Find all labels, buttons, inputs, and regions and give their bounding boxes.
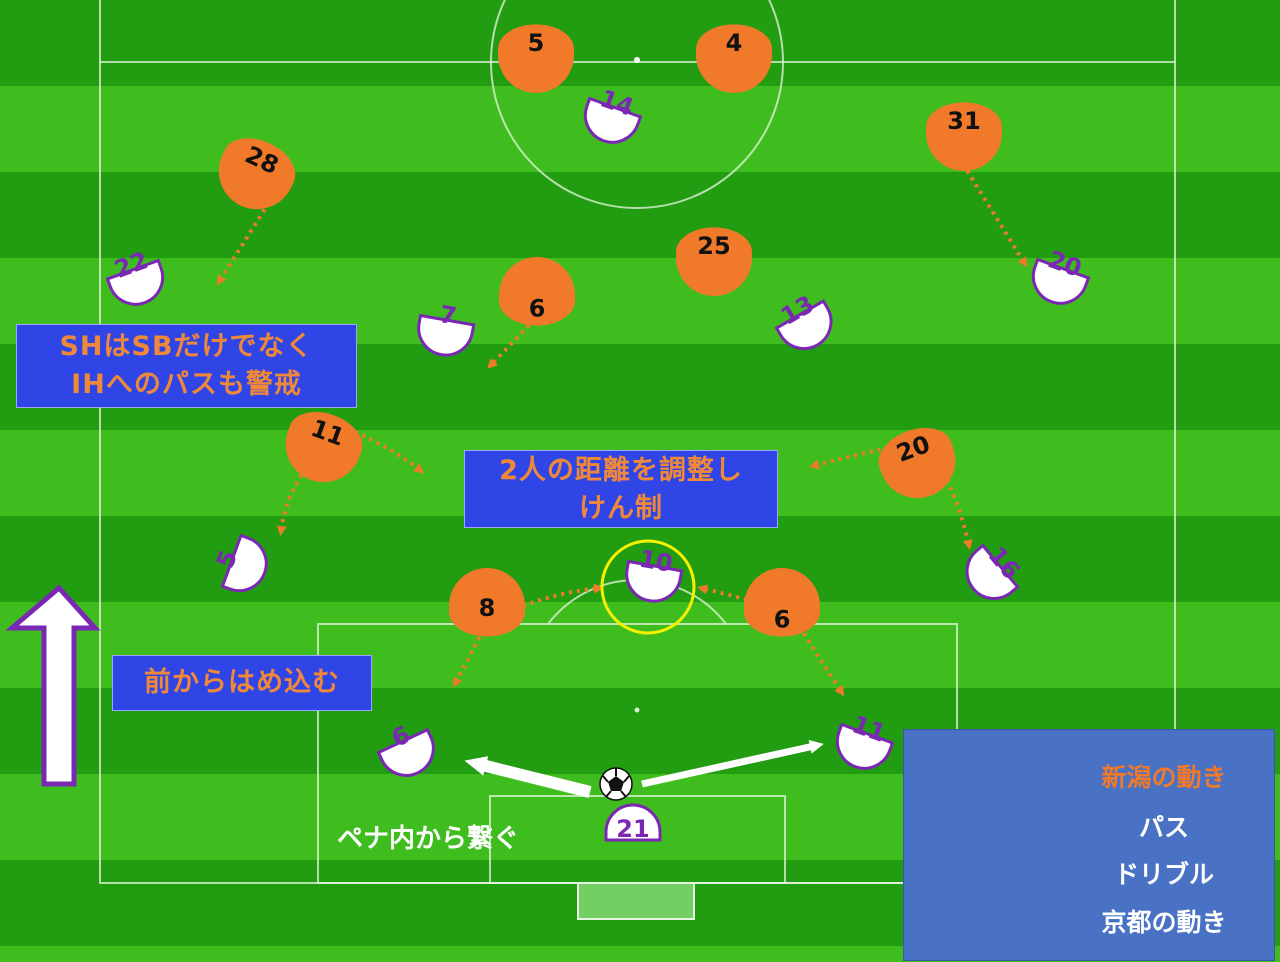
- player-number: 10: [637, 545, 675, 578]
- player-marker-icon: [218, 138, 296, 210]
- player-marker-icon: [449, 568, 525, 637]
- player-number: 7: [437, 300, 458, 330]
- player-number: 8: [479, 594, 496, 622]
- player-marker-icon: [583, 96, 643, 144]
- player-number: 25: [697, 232, 730, 260]
- niigata-player-28[interactable]: 28: [206, 127, 304, 221]
- legend-kyoto-move: 京都の動き: [1101, 908, 1227, 937]
- note-sh-warning-line2: IHへのパスも警戒: [71, 369, 302, 400]
- note-sh-warning-line1: SHはSBだけでなく: [59, 331, 314, 362]
- kyoto-player-5[interactable]: 5: [205, 529, 274, 598]
- center-spot: [634, 57, 640, 63]
- legend: 新潟の動き パス ドリブル 京都の動き: [903, 729, 1275, 961]
- player-number: 9: [774, 604, 791, 632]
- niigata-player-8[interactable]: 8: [449, 568, 525, 637]
- note-distance-line1: 2人の距離を調整し: [499, 455, 743, 486]
- player-marker-icon: [499, 257, 575, 326]
- player-marker-icon: [220, 533, 268, 593]
- note-sh-warning: SHはSBだけでなく IHへのパスも警戒: [16, 324, 357, 408]
- player-marker-icon: [498, 24, 574, 93]
- niigata-player-20[interactable]: 20: [871, 418, 966, 508]
- note-press-text: 前からはめ込む: [144, 667, 340, 698]
- niigata-player-9[interactable]: 9: [744, 568, 820, 637]
- pitch-stripe: [0, 172, 1280, 258]
- player-marker-icon: [676, 227, 752, 296]
- niigata-player-31[interactable]: 31: [926, 102, 1002, 171]
- legend-niigata-move: 新潟の動き: [1101, 763, 1227, 792]
- niigata-player-25[interactable]: 25: [676, 227, 752, 296]
- kyoto-player-20[interactable]: 20: [1026, 242, 1095, 311]
- player-marker-icon: [878, 427, 956, 499]
- player-number: 31: [947, 107, 980, 135]
- player-marker-icon: [744, 568, 820, 637]
- player-number: 21: [616, 815, 649, 843]
- player-marker-icon: [835, 722, 895, 770]
- pitch-stripe: [0, 0, 1280, 86]
- niigata-player-11[interactable]: 11: [275, 402, 370, 492]
- kyoto-player-10[interactable]: 10: [622, 543, 685, 606]
- player-number: 9: [529, 293, 546, 321]
- player-number: 4: [726, 29, 743, 57]
- player-marker-icon: [417, 313, 476, 357]
- kyoto-player-21[interactable]: 21: [604, 803, 662, 843]
- player-marker-icon: [376, 727, 435, 777]
- player-marker-icon: [105, 258, 165, 306]
- legend-pass: パス: [1138, 813, 1189, 842]
- player-marker-icon: [696, 24, 772, 93]
- player-marker-icon: [965, 543, 1020, 600]
- penalty-spot: [634, 707, 640, 713]
- player-marker-icon: [604, 803, 662, 842]
- player-marker-icon: [285, 411, 363, 483]
- note-distance: 2人の距離を調整し けん制: [464, 450, 778, 528]
- kyoto-player-6[interactable]: 6: [370, 712, 442, 784]
- pass-arrows: [464, 740, 824, 798]
- highlight-circle: [600, 539, 696, 635]
- note-distance-line2: けん制: [579, 493, 663, 524]
- legend-dribble: ドリブル: [1113, 860, 1214, 889]
- player-marker-icon: [1031, 257, 1091, 305]
- niigata-player-9[interactable]: 9: [499, 257, 575, 326]
- attack-direction-arrow: [5, 584, 101, 787]
- note-build-up: ペナ内から繋ぐ: [337, 824, 520, 854]
- player-marker-icon: [625, 559, 684, 603]
- player-number: 5: [528, 29, 545, 57]
- kyoto-player-7[interactable]: 7: [414, 297, 477, 360]
- player-marker-icon: [926, 102, 1002, 171]
- soccer-ball-icon: [599, 767, 633, 801]
- niigata-player-5[interactable]: 5: [498, 24, 574, 93]
- player-marker-icon: [774, 299, 833, 350]
- goal: [577, 882, 695, 920]
- note-press: 前からはめ込む: [112, 655, 372, 711]
- niigata-player-4[interactable]: 4: [696, 24, 772, 93]
